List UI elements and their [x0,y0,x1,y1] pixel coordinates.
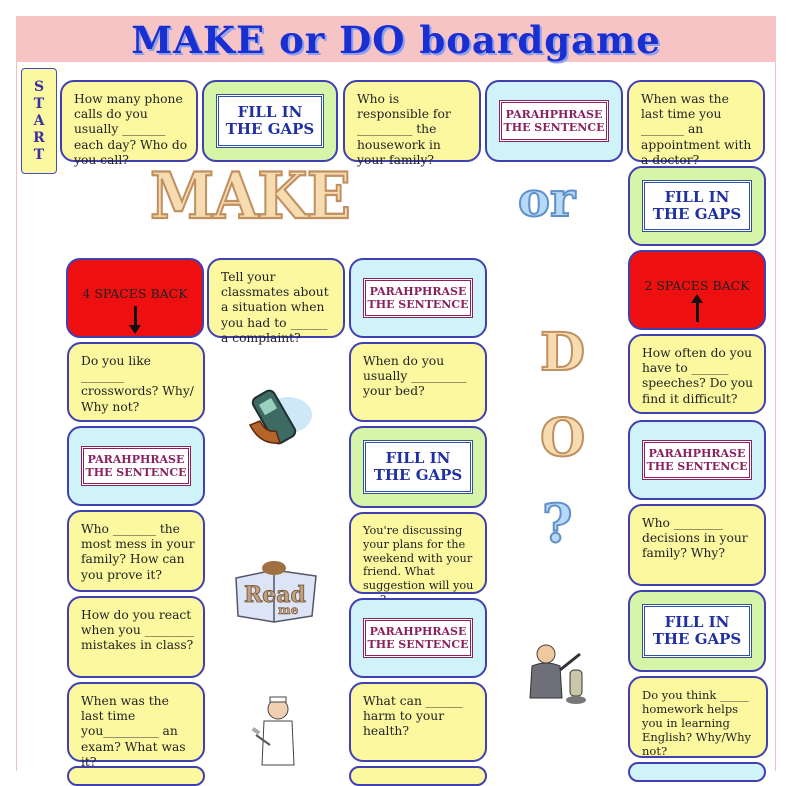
start-letter: S [33,78,45,95]
paraphrase-label: PARAHPHRASE THE SENTENCE [81,446,191,486]
fill-gaps-square: FILL IN THE GAPS [349,426,487,508]
paraphrase-square: PARAHPHRASE THE SENTENCE [349,598,487,678]
back-label: 4 SPACES BACK [82,286,188,301]
paraphrase-label: PARAHPHRASE THE SENTENCE [499,100,609,142]
svg-text:me: me [278,603,299,617]
start-letter: R [33,129,45,146]
start-square: S T A R T [21,68,57,174]
question-square: You're discussing your plans for the wee… [349,512,487,606]
question-square: Tell your classmates about a situation w… [207,258,345,345]
question-square: Who is responsible for _________ the hou… [343,80,481,167]
o-decoration: O [539,407,586,470]
fill-gaps-square: FILL IN THE GAPS [628,166,766,246]
question-square: When do you usually _________ your bed? [349,342,487,422]
paraphrase-label: PARAHPHRASE THE SENTENCE [363,278,473,318]
svg-text:Read: Read [244,582,306,608]
start-letter: T [33,146,45,163]
page-title: MAKE or DO boardgame [131,18,661,62]
question-square: How many phone calls do you usually ____… [60,80,198,167]
make-decoration: MAKE [149,158,352,235]
doctor-icon [251,696,295,766]
question-square-partial [349,766,487,786]
question-text: Who is responsible for _________ the hou… [357,92,451,167]
back-label: 2 SPACES BACK [644,278,750,293]
or-decoration: or [517,171,576,229]
question-square: How do you react when you ________ mista… [67,596,205,678]
question-text: You're discussing your plans for the wee… [363,524,474,606]
board-frame [16,62,776,771]
fill-gaps-label: FILL IN THE GAPS [642,604,752,658]
start-letter: T [33,95,45,112]
question-text: When do you usually _________ your bed? [363,354,467,399]
paraphrase-square: PARAHPHRASE THE SENTENCE [67,426,205,506]
d-decoration: D [539,321,586,384]
question-square: Who _______ the most mess in your family… [67,510,205,592]
question-text: How do you react when you ________ mista… [81,608,194,653]
question-text: Do you think _____ homework helps you in… [642,688,751,758]
question-mark-decoration: ? [541,493,574,556]
arrow-up-icon [691,294,703,322]
question-square: How often do you have to ______ speeches… [628,334,766,414]
question-text: Who ________ decisions in your family? W… [642,516,748,561]
question-square: When was the last time you_________ an e… [67,682,205,769]
question-square: Who ________ decisions in your family? W… [628,504,766,586]
question-text: When was the last time you_________ an e… [81,694,186,769]
question-square: What can ______ harm to your health? [349,682,487,762]
question-square-partial [67,766,205,786]
question-square: Do you like _______ crosswords? Why/ Why… [67,342,205,422]
paraphrase-square: PARAHPHRASE THE SENTENCE [485,80,623,162]
arrow-down-icon [129,306,141,334]
paraphrase-label: PARAHPHRASE THE SENTENCE [642,440,752,480]
title-banner: MAKE or DO boardgame [16,16,776,62]
paraphrase-square: PARAHPHRASE THE SENTENCE [349,258,487,338]
question-text: How often do you have to ______ speeches… [642,346,754,406]
question-text: What can ______ harm to your health? [363,694,463,739]
back-square: 2 SPACES BACK [628,250,766,330]
paraphrase-square-partial [628,762,766,782]
question-text: How many phone calls do you usually ____… [74,92,188,167]
reading-icon: Read me [235,561,317,623]
question-text: Who _______ the most mess in your family… [81,522,195,582]
back-square: 4 SPACES BACK [66,258,204,338]
start-letter: A [33,112,45,129]
question-text: Do you like _______ crosswords? Why/ Why… [81,354,194,414]
question-square: Do you think _____ homework helps you in… [628,676,768,758]
fill-gaps-square: FILL IN THE GAPS [202,80,338,162]
paraphrase-square: PARAHPHRASE THE SENTENCE [628,420,766,500]
fill-gaps-label: FILL IN THE GAPS [642,180,752,232]
phone-icon [248,389,312,445]
paraphrase-label: PARAHPHRASE THE SENTENCE [363,618,473,658]
cleaning-icon [529,644,586,704]
fill-gaps-label: FILL IN THE GAPS [363,440,473,494]
fill-gaps-label: FILL IN THE GAPS [216,94,324,148]
fill-gaps-square: FILL IN THE GAPS [628,590,766,672]
question-text: Tell your classmates about a situation w… [221,270,329,345]
question-square: When was the last time you _______ an ap… [627,80,765,167]
question-text: When was the last time you _______ an ap… [641,92,752,167]
